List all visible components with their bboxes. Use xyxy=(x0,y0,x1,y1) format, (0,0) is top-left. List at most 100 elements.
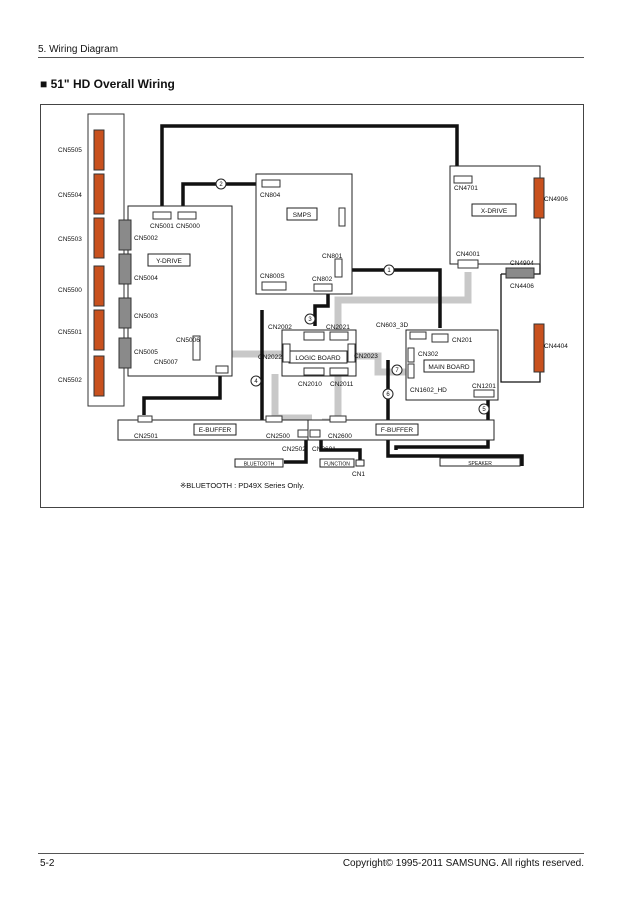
page-title: ■ 51" HD Overall Wiring xyxy=(40,77,175,91)
label-cn5005: CN5005 xyxy=(134,349,158,356)
label-cn2002: CN2002 xyxy=(268,324,292,331)
label-cn5004: CN5004 xyxy=(134,275,158,282)
panel-connector-cn5504 xyxy=(93,173,105,215)
label-bluetooth: BLUETOOTH xyxy=(244,462,275,468)
diagram-frame xyxy=(40,104,584,508)
label-y-drive: Y-DRIVE xyxy=(156,258,182,265)
cable-cn4001-cn2021 xyxy=(334,272,472,334)
wire-cn5000-cn804 xyxy=(181,182,262,216)
label-cn5505: CN5505 xyxy=(58,147,82,154)
label-cn802: CN802 xyxy=(312,276,333,283)
x-drive-label-box xyxy=(471,203,517,217)
label-cn4701: CN4701 xyxy=(454,185,478,192)
y-drive-label-box xyxy=(147,253,191,267)
wiring-diagram: CN5505 CN5504 CN5503 CN5500 CN5501 CN550… xyxy=(58,113,568,490)
label-main-board: MAIN BOARD xyxy=(428,364,469,371)
page-number: 5-2 xyxy=(40,858,55,869)
label-cn2023: CN2023 xyxy=(354,353,378,360)
connector-cn4404 xyxy=(533,323,545,373)
label-cn201: CN201 xyxy=(452,337,473,344)
marker-1 xyxy=(383,264,395,276)
label-cn4904: CN4904 xyxy=(510,260,534,267)
y-drive-connectors xyxy=(118,219,132,369)
bluetooth-note: ※BLUETOOTH : PD49X Series Only. xyxy=(180,481,304,490)
f-buffer-label-box xyxy=(375,423,419,436)
label-cn2011: CN2011 xyxy=(330,381,354,388)
label-smps: SMPS xyxy=(293,212,312,219)
label-cn2601: CN2601 xyxy=(312,446,336,453)
panel-connector-cn5500 xyxy=(93,265,105,307)
marker-6 xyxy=(382,388,394,400)
wire-cn5001-cn4701 xyxy=(160,124,459,216)
label-function: FUNCTION xyxy=(324,462,350,468)
label-cn1: CN1 xyxy=(352,471,365,478)
label-cn804: CN804 xyxy=(260,192,281,199)
label-cn4404: CN4404 xyxy=(544,343,568,350)
label-cn5504: CN5504 xyxy=(58,192,82,199)
label-cn5001: CN5001 xyxy=(150,223,174,230)
marker-2 xyxy=(215,178,227,190)
footer-divider xyxy=(38,853,584,854)
label-cn4001: CN4001 xyxy=(456,251,480,258)
marker-3 xyxy=(304,313,316,325)
label-e-buffer: E-BUFFER xyxy=(199,427,232,434)
wire-cn801-cn201 xyxy=(338,268,442,328)
marker-3-label: 3 xyxy=(308,317,312,323)
wire-cn2601-cn1 xyxy=(319,436,362,460)
label-logic-board: LOGIC BOARD xyxy=(295,355,340,362)
label-cn2010: CN2010 xyxy=(298,381,322,388)
connector-cn4904 xyxy=(505,267,535,279)
section-header: 5. Wiring Diagram xyxy=(38,44,119,55)
label-cn5007: CN5007 xyxy=(154,359,178,366)
marker-4-label: 4 xyxy=(254,379,258,385)
label-f-buffer: F-BUFFER xyxy=(381,427,413,434)
label-cn1602-hd: CN1602_HD xyxy=(410,387,447,394)
label-cn4406: CN4406 xyxy=(510,283,534,290)
copyright: Copyright© 1995-2011 SAMSUNG. All rights… xyxy=(342,858,584,869)
label-cn2502: CN2502 xyxy=(282,446,306,453)
label-cn5502: CN5502 xyxy=(58,377,82,384)
label-x-drive: X-DRIVE xyxy=(481,208,508,215)
label-speaker: SPEAKER xyxy=(468,461,492,467)
label-cn2021: CN2021 xyxy=(326,324,350,331)
label-cn5503: CN5503 xyxy=(58,236,82,243)
marker-5 xyxy=(478,403,490,415)
label-cn5003: CN5003 xyxy=(134,313,158,320)
label-cn5002: CN5002 xyxy=(134,235,158,242)
marker-4 xyxy=(250,375,262,387)
y-drive-board xyxy=(127,205,233,377)
main-board-label-box xyxy=(423,359,475,373)
function-module xyxy=(319,458,355,468)
connector-cn4906 xyxy=(533,177,545,219)
marker-2-label: 2 xyxy=(219,182,223,188)
label-cn5500: CN5500 xyxy=(58,287,82,294)
e-buffer-label-box xyxy=(193,423,237,436)
wire-cn5007-cn2501 xyxy=(142,372,222,415)
panel-connector-cn5502 xyxy=(93,355,105,397)
label-cn2022: CN2022 xyxy=(258,354,282,361)
wire-cn2502-bluetooth xyxy=(284,436,308,464)
marker-7-label: 7 xyxy=(395,368,399,374)
panel-connectors xyxy=(93,129,105,397)
marker-7 xyxy=(391,364,403,376)
marker-5-label: 5 xyxy=(482,407,486,413)
marker-6-label: 6 xyxy=(386,392,390,398)
header-divider xyxy=(38,57,584,58)
speaker-module xyxy=(439,457,521,467)
smps-label-box xyxy=(286,207,318,221)
panel-connector-cn5501 xyxy=(93,309,105,351)
wire-6-speaker xyxy=(386,360,524,466)
label-cn5000: CN5000 xyxy=(176,223,200,230)
label-cn2500: CN2500 xyxy=(266,433,290,440)
label-cn2600: CN2600 xyxy=(328,433,352,440)
label-cn5006: CN5006 xyxy=(176,337,200,344)
panel-connector-cn5503 xyxy=(93,217,105,259)
label-cn800s: CN800S xyxy=(260,273,285,280)
label-cn801: CN801 xyxy=(322,253,343,260)
label-cn1201: CN1201 xyxy=(472,383,496,390)
label-cn302: CN302 xyxy=(418,351,439,358)
wire-cn802-cn2002 xyxy=(313,292,330,326)
marker-1-label: 1 xyxy=(387,268,391,274)
label-cn4906: CN4906 xyxy=(544,196,568,203)
label-cn603-3d: CN603_3D xyxy=(376,322,408,329)
